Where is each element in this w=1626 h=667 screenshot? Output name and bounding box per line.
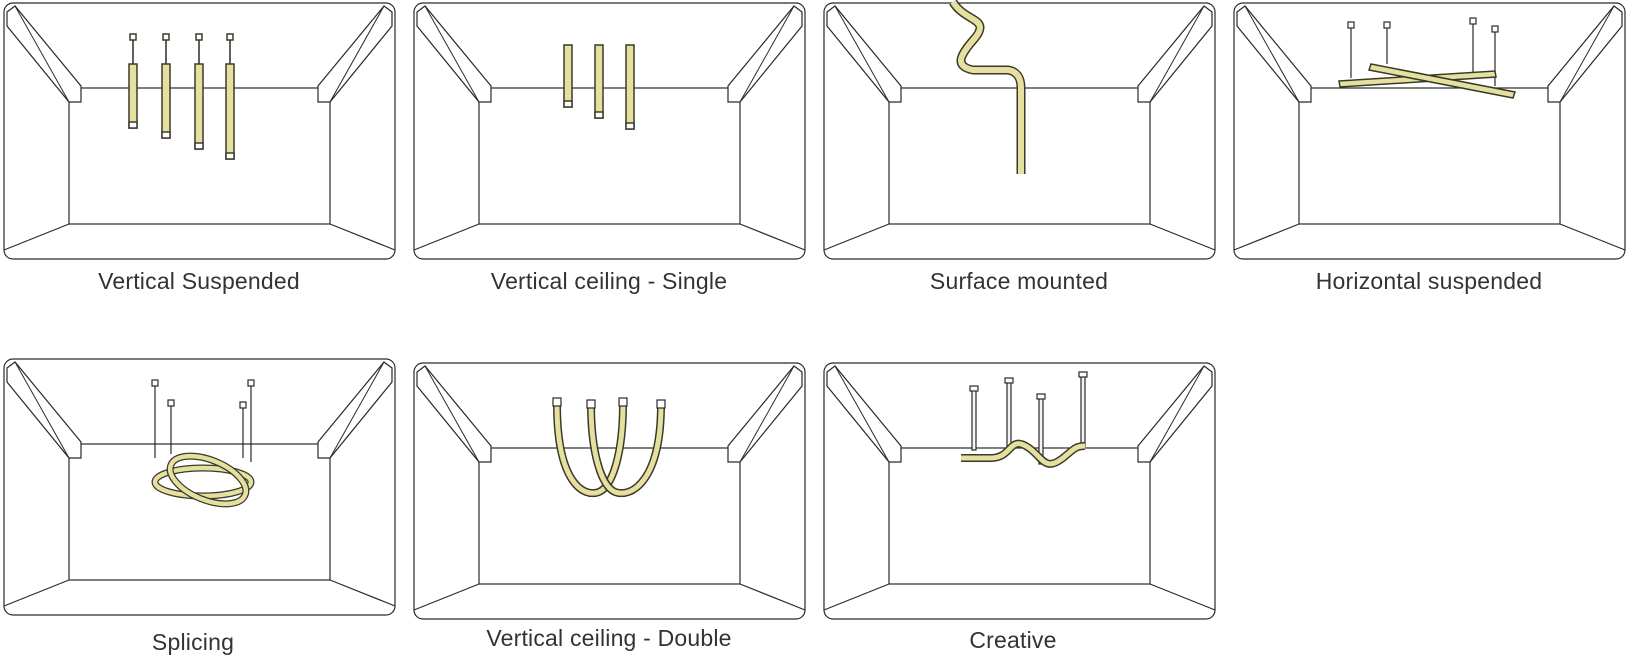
cornice-right-edge xyxy=(1149,365,1205,463)
cornice-right xyxy=(727,5,803,103)
cornice-right xyxy=(1137,5,1213,103)
room-outer-frame xyxy=(3,358,396,616)
cornice-right-edge xyxy=(1559,5,1615,103)
room-outer-frame xyxy=(823,362,1216,620)
caption-vertical-suspended: Vertical Suspended xyxy=(98,268,300,294)
cornice-left-edge xyxy=(424,365,480,463)
floor-edge-left xyxy=(823,223,890,251)
cornice-left xyxy=(1236,5,1312,103)
cornice-left-edge xyxy=(1244,5,1300,103)
cornice-right xyxy=(317,5,393,103)
cornice-right xyxy=(727,365,803,463)
cornice-left xyxy=(826,5,902,103)
cornice-right-edge xyxy=(739,365,795,463)
room-back-wall xyxy=(478,87,741,225)
floor-edge-right xyxy=(1559,223,1626,251)
panel-creative xyxy=(823,362,1216,620)
room-outer-frame xyxy=(413,2,806,260)
cornice-left-edge xyxy=(14,5,70,103)
floor-edge-right xyxy=(739,583,806,611)
caption-horizontal-suspended: Horizontal suspended xyxy=(1315,268,1543,294)
cornice-right xyxy=(317,361,393,459)
caption-splicing: Splicing xyxy=(151,629,235,655)
room-back-wall xyxy=(888,447,1151,585)
floor-edge-right xyxy=(1149,223,1216,251)
panel-vertical-ceiling-double xyxy=(413,362,806,620)
cornice-right-edge xyxy=(739,5,795,103)
floor-edge-left xyxy=(413,223,480,251)
floor-edge-right xyxy=(1149,583,1216,611)
cornice-left-edge xyxy=(834,365,890,463)
panel-horizontal-suspended xyxy=(1233,2,1626,260)
cornice-left-edge xyxy=(424,5,480,103)
room-outer-frame xyxy=(1233,2,1626,260)
room-back-wall xyxy=(68,443,331,581)
floor-edge-left xyxy=(3,223,70,251)
cornice-right xyxy=(1137,365,1213,463)
cornice-left xyxy=(416,365,492,463)
panel-vertical-suspended xyxy=(3,2,396,260)
vertical-suspended-diagram xyxy=(3,2,396,260)
floor-edge-left xyxy=(413,583,480,611)
cornice-left-edge xyxy=(14,361,70,459)
caption-creative: Creative xyxy=(969,627,1057,653)
cornice-left-edge xyxy=(834,5,890,103)
panel-surface-mounted xyxy=(823,0,1216,260)
creative-diagram xyxy=(823,362,1216,620)
room-back-wall xyxy=(478,447,741,585)
floor-edge-left xyxy=(1233,223,1300,251)
cornice-left xyxy=(6,361,82,459)
cornice-right-edge xyxy=(329,5,385,103)
room-outer-frame xyxy=(823,2,1216,260)
caption-surface-mounted: Surface mounted xyxy=(929,268,1109,294)
cornice-left xyxy=(6,5,82,103)
panel-vertical-ceiling-single xyxy=(413,2,806,260)
floor-edge-left xyxy=(3,579,70,607)
cornice-right-edge xyxy=(329,361,385,459)
room-outer-frame xyxy=(413,362,806,620)
floor-edge-right xyxy=(329,579,396,607)
cornice-left xyxy=(826,365,902,463)
floor-edge-right xyxy=(739,223,806,251)
horizontal-suspended-diagram xyxy=(1233,2,1626,260)
vertical-ceiling-single-diagram xyxy=(413,2,806,260)
surface-mounted-diagram xyxy=(823,0,1216,260)
caption-vertical-ceiling-double: Vertical ceiling - Double xyxy=(486,625,732,651)
room-outer-frame xyxy=(3,2,396,260)
room-back-wall xyxy=(1298,87,1561,225)
cornice-right-edge xyxy=(1149,5,1205,103)
floor-edge-right xyxy=(329,223,396,251)
splicing-diagram xyxy=(3,358,396,616)
floor-edge-left xyxy=(823,583,890,611)
cornice-left xyxy=(416,5,492,103)
cornice-right xyxy=(1547,5,1623,103)
panel-splicing xyxy=(3,358,396,616)
caption-vertical-ceiling-single: Vertical ceiling - Single xyxy=(490,268,728,294)
vertical-ceiling-double-diagram xyxy=(413,362,806,620)
